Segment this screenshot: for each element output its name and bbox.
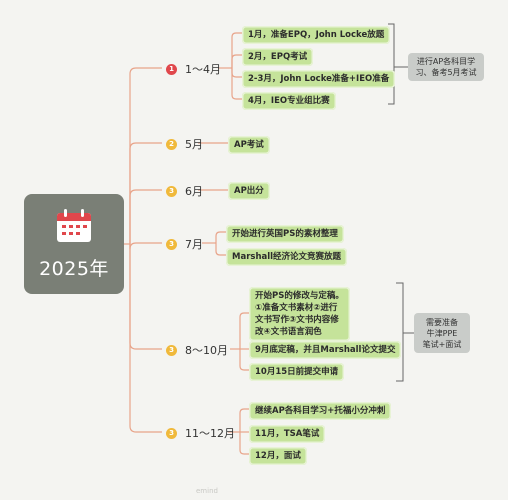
leaf-item[interactable]: 1月，准备EPQ，John Locke放题 (242, 26, 391, 44)
connector-line (129, 67, 162, 244)
branch-label: 6月 (185, 185, 203, 198)
connector-line (231, 68, 242, 78)
branch-may[interactable]: 2 5月 (166, 136, 203, 152)
branch-jan-apr[interactable]: 1 1～4月 (166, 61, 221, 77)
connector-line (129, 242, 162, 250)
leaf-item[interactable]: 2月，EPQ考试 (242, 48, 314, 66)
bracket-line (396, 282, 404, 382)
leaf-item[interactable]: 9月底定稿，并且Marshall论文提交 (249, 341, 402, 359)
connector-line (231, 54, 242, 68)
watermark: emind (196, 487, 218, 495)
connector-line (129, 189, 162, 244)
leaf-item[interactable]: 12月，面试 (249, 447, 307, 465)
connector-line (231, 32, 242, 68)
branch-aug-oct[interactable]: 3 8～10月 (166, 342, 228, 358)
note-line: 笔试+面试 (422, 339, 462, 349)
number-badge: 3 (166, 427, 177, 439)
leaf-item[interactable]: 10月15日前提交申请 (249, 363, 345, 381)
connector-line (129, 244, 162, 433)
note-line: 进行AP各科目学 (416, 57, 476, 66)
root-node[interactable]: 2025年 (24, 194, 124, 294)
note-line: 需要准备 (426, 317, 458, 327)
number-badge: 3 (166, 185, 177, 197)
connector-line (239, 349, 249, 371)
leaf-item[interactable]: AP出分 (228, 182, 270, 200)
branch-label: 11～12月 (185, 427, 235, 440)
number-badge: 1 (166, 63, 177, 75)
leaf-item[interactable]: AP考试 (228, 136, 270, 154)
branch-label: 7月 (185, 238, 203, 251)
note-box[interactable]: 进行AP各科目学 习、备考5月考试 (408, 53, 484, 81)
leaf-item[interactable]: 11月，TSA笔试 (249, 425, 326, 443)
number-badge: 3 (166, 344, 177, 356)
leaf-item[interactable]: 继续AP各科目学习+托福小分冲刺 (249, 402, 392, 420)
branch-label: 1～4月 (185, 63, 221, 76)
connector-line (129, 142, 162, 244)
root-title: 2025年 (39, 257, 109, 280)
branch-nov-dec[interactable]: 3 11～12月 (166, 425, 235, 441)
connector-line (239, 408, 249, 432)
number-badge: 2 (166, 138, 177, 150)
calendar-icon (57, 208, 91, 242)
leaf-item[interactable]: 开始PS的修改与定稿。 ①准备文书素材②进行 文书写作③文书内容修 改④文书语言… (249, 287, 350, 341)
number-badge: 3 (166, 238, 177, 250)
note-box[interactable]: 需要准备 牛津PPE 笔试+面试 (414, 313, 470, 353)
connector-line (239, 312, 249, 349)
branch-label: 5月 (185, 138, 203, 151)
leaf-item[interactable]: 4月，IEO专业组比赛 (242, 92, 336, 110)
connector-line (215, 231, 226, 243)
bracket-line (388, 23, 395, 105)
connector-line (215, 243, 226, 256)
leaf-item[interactable]: Marshall经济论文竞赛放题 (226, 248, 348, 266)
connector-line (129, 244, 162, 350)
connector-line (239, 432, 249, 455)
branch-label: 8～10月 (185, 344, 228, 357)
branch-july[interactable]: 3 7月 (166, 236, 203, 252)
leaf-item[interactable]: 2-3月，John Locke准备+IEO准备 (242, 70, 396, 88)
connector-line (231, 68, 242, 100)
note-line: 牛津PPE (426, 328, 458, 338)
branch-june[interactable]: 3 6月 (166, 183, 203, 199)
leaf-item[interactable]: 开始进行英国PS的素材整理 (226, 225, 344, 243)
note-line: 习、备考5月考试 (415, 68, 477, 77)
